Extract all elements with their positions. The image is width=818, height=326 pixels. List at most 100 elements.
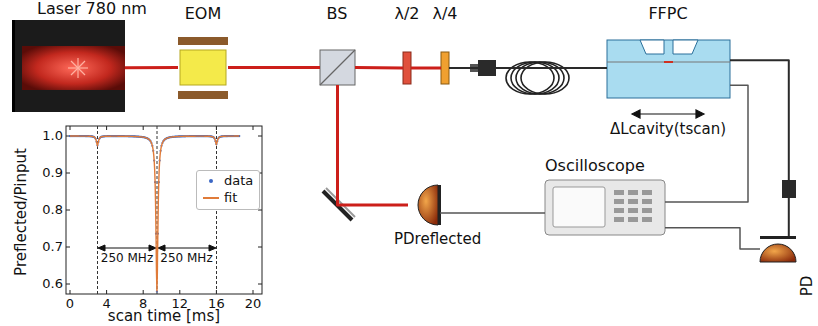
legend-text: data	[224, 173, 253, 190]
photodiode-transmitted	[760, 244, 796, 262]
drawing-line	[66, 247, 70, 248]
waveplate-box: λ/4	[441, 52, 449, 84]
connector-line	[228, 66, 320, 69]
drawing-rect	[180, 50, 226, 85]
drawing-rect	[178, 91, 228, 99]
drawing-rect	[178, 37, 228, 45]
drawing-line	[664, 61, 673, 63]
drawing-rect	[642, 217, 652, 222]
connector	[730, 60, 789, 236]
legend-entry: fit	[203, 190, 253, 207]
drawing-line	[71, 61, 85, 75]
drawing-line	[143, 290, 144, 294]
drawing-line	[258, 136, 262, 137]
drawing-line	[607, 62, 664, 63]
drawing-g	[66, 126, 262, 294]
drawing-ellipse	[511, 62, 559, 94]
drawing-rect	[642, 190, 652, 195]
legend-sample	[203, 193, 219, 203]
drawing-rect	[642, 199, 652, 204]
device-label: λ/2	[394, 5, 419, 23]
annotation-label: ΔLcavity(tscan)	[610, 121, 726, 138]
connector-line	[440, 212, 545, 214]
drawing-rect	[614, 217, 624, 222]
drawing-line	[97, 126, 98, 294]
drawing-rect	[614, 199, 624, 204]
connector	[440, 213, 545, 214]
legend-marker	[203, 197, 219, 199]
tick-label: 0	[66, 297, 74, 312]
connector-line	[355, 66, 403, 70]
eom-crystal	[178, 37, 228, 99]
drawing-path	[209, 245, 216, 251]
drawing-ellipse	[521, 62, 569, 94]
tick-label: 20	[245, 297, 262, 312]
drawing-g	[614, 190, 652, 222]
drawing-rect	[628, 208, 638, 213]
drawing-rect	[642, 208, 652, 213]
device-label: EOM	[185, 5, 222, 23]
photodiode-face-2	[760, 236, 796, 239]
tick-label: 0.7	[42, 240, 63, 255]
half-wave-plate	[403, 52, 411, 84]
legend-text: fit	[224, 190, 237, 207]
drawing-line	[66, 284, 70, 285]
drawing-line	[71, 61, 85, 75]
drawing-line	[258, 284, 262, 285]
drawing-polyline	[70, 136, 239, 291]
drawing-line	[179, 126, 180, 130]
connector	[665, 228, 760, 249]
device-label: BS	[327, 5, 348, 23]
annotation-label: scan time [ms]	[108, 308, 220, 325]
connector-line	[125, 66, 178, 69]
oscilloscope-body	[545, 180, 665, 235]
drawing-line	[160, 248, 214, 249]
photodiode-box: PD	[760, 236, 796, 262]
drawing-rect	[545, 180, 665, 235]
drawing-ellipse	[516, 62, 564, 94]
drawing-line	[66, 173, 70, 174]
drawing-rect	[22, 46, 125, 90]
drawing-line	[253, 290, 254, 294]
drawing-path	[640, 40, 698, 54]
drawing-rect	[553, 187, 605, 227]
drawing-line	[100, 248, 154, 249]
connector-line	[411, 67, 441, 70]
drawing-line	[320, 50, 355, 85]
legend-entry: data	[203, 173, 253, 190]
waveplate-box: λ/2	[403, 52, 411, 84]
plot-legend: datafit	[196, 170, 260, 210]
inset-plot	[66, 126, 262, 294]
device-label: PDreflected	[394, 231, 481, 248]
legend-sample	[203, 176, 219, 186]
connector-line	[665, 228, 760, 249]
drawing-line	[106, 290, 107, 294]
annotation-label: 250 MHz	[158, 252, 214, 266]
annotation-label: 250 MHz	[99, 252, 155, 266]
beam-splitter	[320, 50, 355, 85]
connector-line	[338, 85, 409, 205]
drawing-rect	[320, 50, 355, 85]
drawing-path	[98, 245, 105, 251]
cavity-scan-arrow	[632, 110, 704, 118]
fiber-coil	[506, 62, 569, 94]
oscilloscope-box: Oscilloscope	[545, 180, 665, 235]
annotation-label: Preflected/Pinput	[13, 148, 30, 276]
quarter-wave-plate	[441, 52, 449, 84]
drawing-g	[68, 58, 88, 78]
connector-line	[665, 85, 748, 202]
drawing-line	[179, 290, 180, 294]
drawing-rect	[614, 190, 624, 195]
device-label: λ/4	[432, 5, 457, 23]
beam-splitter-box: BS	[320, 50, 355, 85]
tick-label: 0.9	[42, 166, 63, 181]
drawing-rect	[15, 20, 125, 112]
drawing-rect	[628, 190, 638, 195]
laser-body	[12, 20, 125, 112]
drawing-rect	[628, 199, 638, 204]
drawing-path	[149, 245, 156, 251]
drawing-line	[106, 126, 107, 130]
